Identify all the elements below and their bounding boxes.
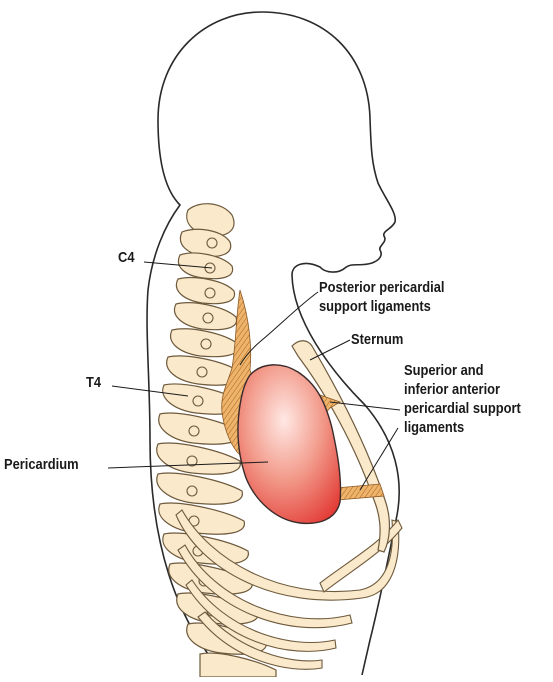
label-t4: T4 — [86, 374, 102, 391]
spine — [156, 203, 277, 678]
label-c4: C4 — [118, 249, 135, 266]
label-sternum: Sternum — [351, 331, 404, 348]
body-outline — [146, 11, 400, 676]
pericardium-shape — [237, 364, 342, 525]
label-posterior-line-2: support ligaments — [319, 298, 431, 315]
label-posterior-line-1: Posterior pericardial — [319, 279, 445, 296]
label-posterior-ligaments: Posterior pericardial support ligaments — [319, 278, 444, 316]
label-pericardium: Pericardium — [4, 456, 79, 473]
leader-lines — [107, 261, 401, 491]
sternum — [291, 340, 390, 553]
label-anterior-line-1: Superior and — [404, 362, 484, 379]
label-anterior-line-3: pericardial support — [404, 400, 521, 417]
label-anterior-line-4: ligaments — [404, 419, 465, 436]
label-anterior-line-2: inferior anterior — [404, 381, 501, 398]
label-anterior-ligaments: Superior and inferior anterior pericardi… — [404, 361, 521, 437]
